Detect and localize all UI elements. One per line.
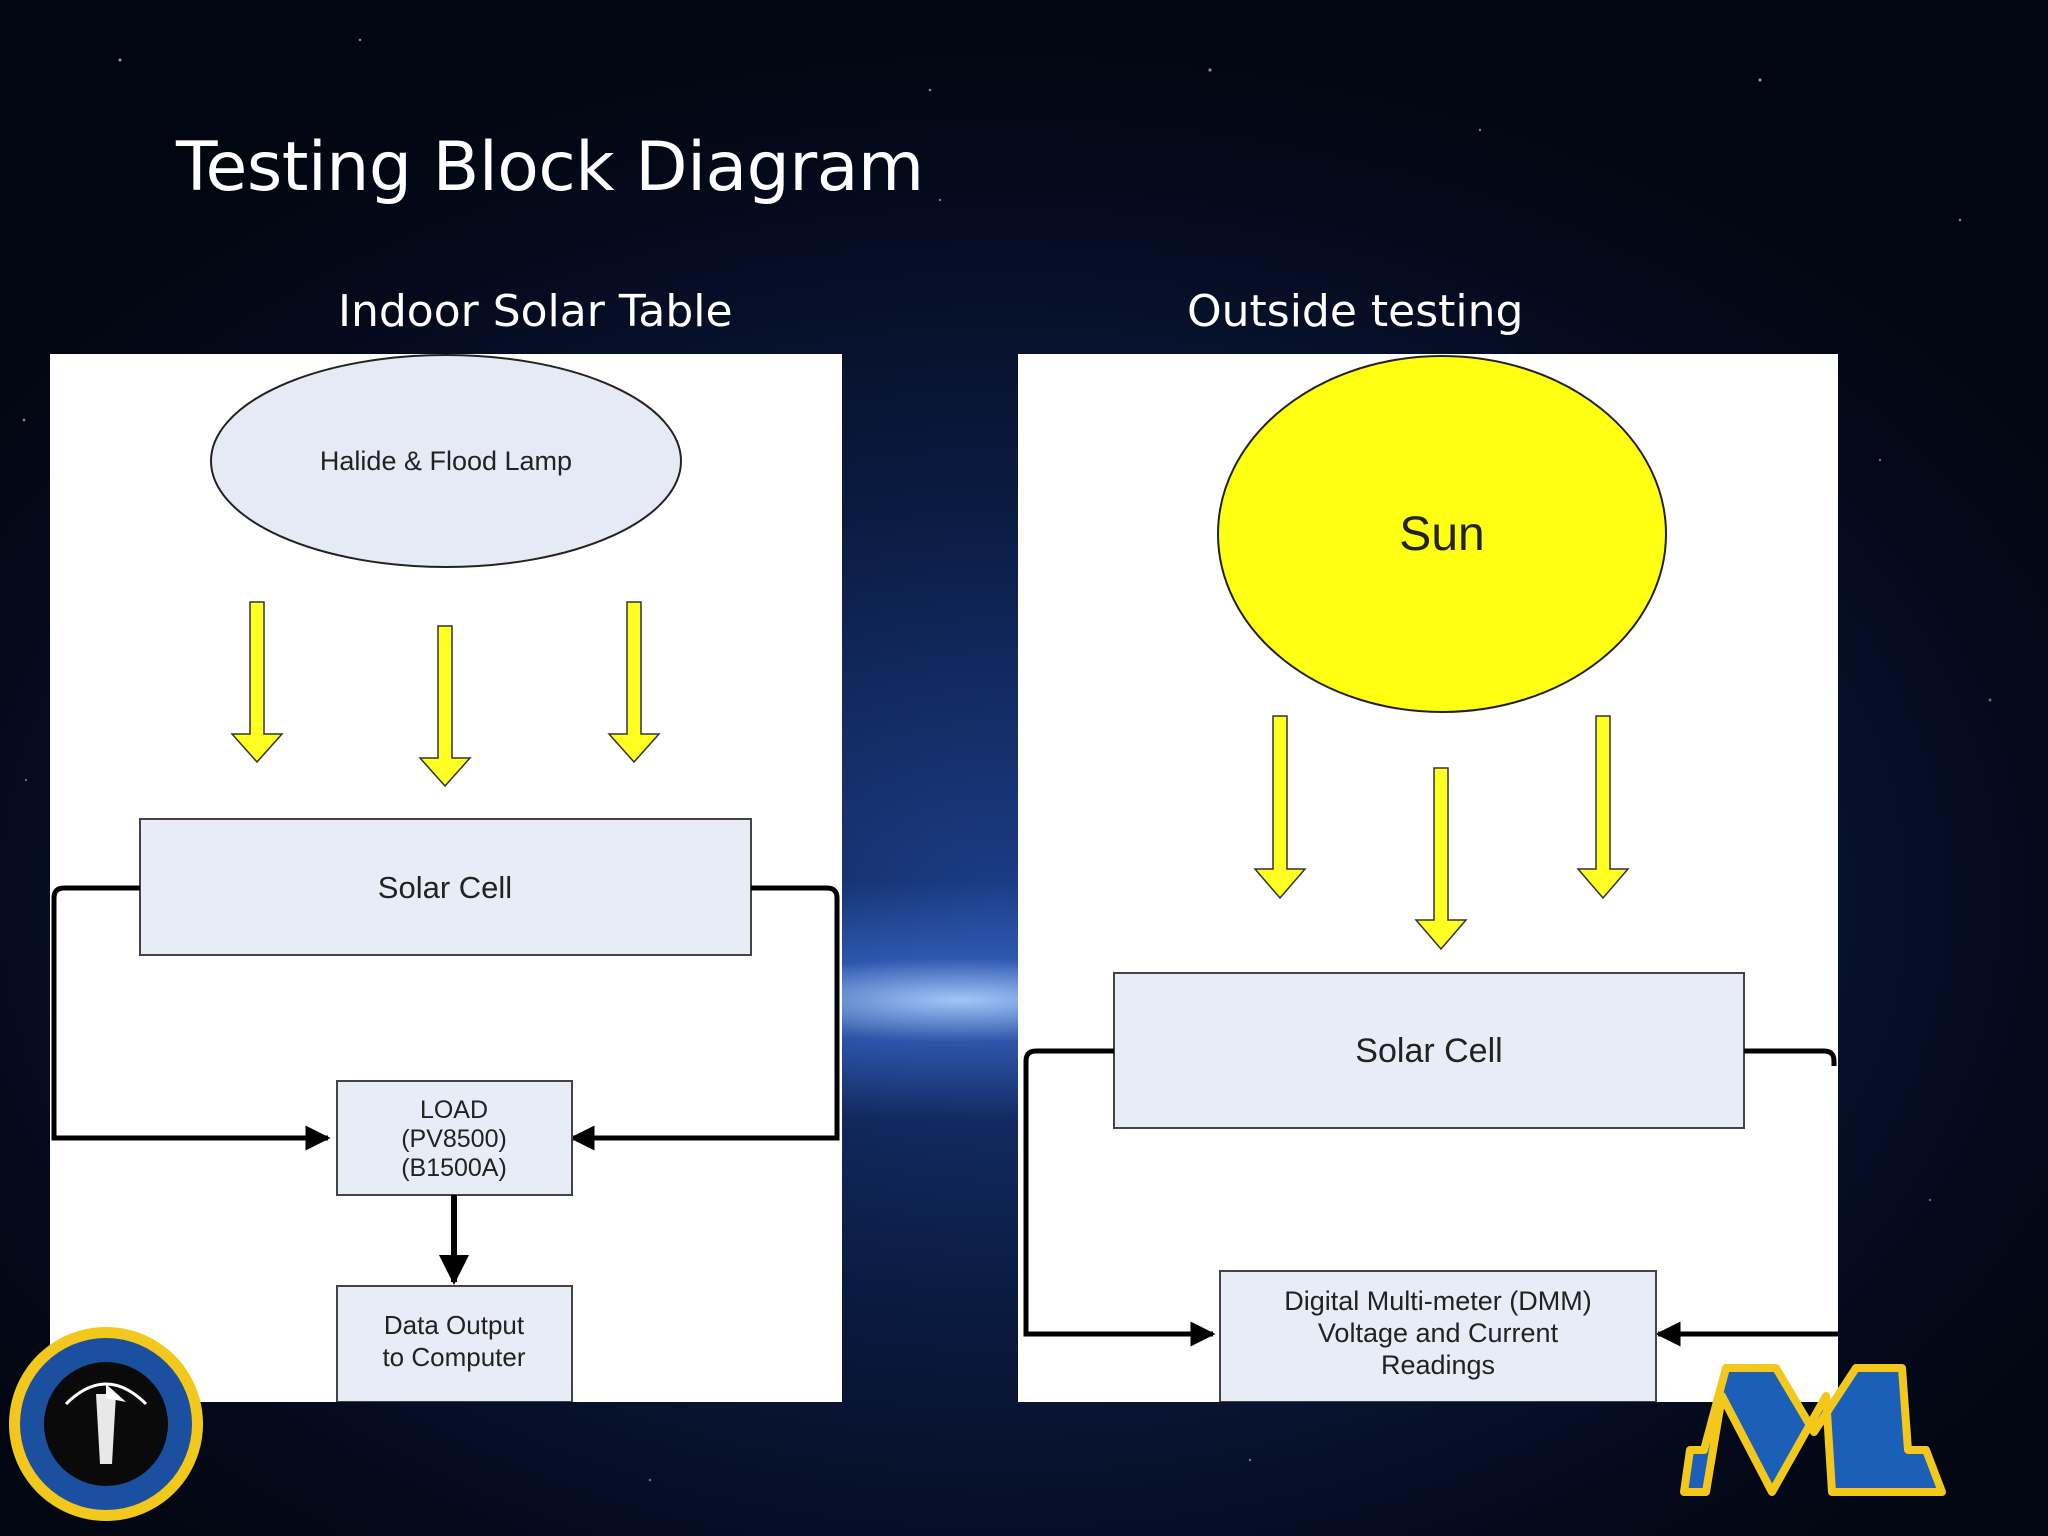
data-output-label-line: to Computer: [382, 1342, 525, 1372]
outdoor-diagram-panel: Sun Solar Cell Digital Multi-meter (DMM)…: [1018, 354, 1838, 1402]
lamp-ellipse: Halide & Flood Lamp: [210, 354, 682, 568]
lamp-label: Halide & Flood Lamp: [320, 446, 572, 476]
indoor-diagram-panel: Halide & Flood Lamp Solar Cell LOAD (PV8…: [50, 354, 842, 1402]
load-label-line: LOAD: [420, 1096, 488, 1124]
sunlight-arrow-icon: [1253, 715, 1307, 900]
sun-circle: Sun: [1217, 355, 1667, 713]
wire-left: [1023, 1048, 1216, 1347]
light-arrow-icon: [607, 601, 661, 764]
sun-label: Sun: [1399, 508, 1484, 561]
light-arrow-icon: [418, 625, 472, 788]
university-m-logo: [1680, 1364, 1946, 1496]
data-output-label-line: Data Output: [384, 1310, 525, 1340]
space-science-seal-logo: [9, 1327, 203, 1521]
sunlight-arrow-icon: [1576, 715, 1630, 900]
load-label-line: (B1500A): [401, 1154, 507, 1182]
dmm-label-line: Digital Multi-meter (DMM): [1284, 1286, 1592, 1316]
solar-cell-label: Solar Cell: [378, 870, 512, 905]
wire-left: [51, 885, 331, 1151]
outdoor-heading: Outside testing: [1187, 286, 1524, 337]
load-label-line: (PV8500): [401, 1125, 507, 1153]
load-box: LOAD (PV8500) (B1500A): [336, 1080, 573, 1196]
dmm-label-line: Voltage and Current: [1318, 1318, 1559, 1348]
slide-title: Testing Block Diagram: [176, 128, 924, 207]
light-arrow-icon: [230, 601, 284, 764]
indoor-heading: Indoor Solar Table: [338, 286, 733, 337]
solar-cell-box: Solar Cell: [139, 818, 752, 956]
wire-right: [1658, 1048, 1838, 1334]
dmm-box: Digital Multi-meter (DMM) Voltage and Cu…: [1219, 1270, 1657, 1402]
data-output-box: Data Output to Computer: [336, 1285, 573, 1402]
dmm-label-line: Readings: [1381, 1350, 1495, 1380]
solar-cell-box: Solar Cell: [1113, 972, 1745, 1129]
wire-right: [569, 885, 840, 1151]
sunlight-arrow-icon: [1414, 767, 1468, 951]
solar-cell-label: Solar Cell: [1355, 1032, 1502, 1070]
